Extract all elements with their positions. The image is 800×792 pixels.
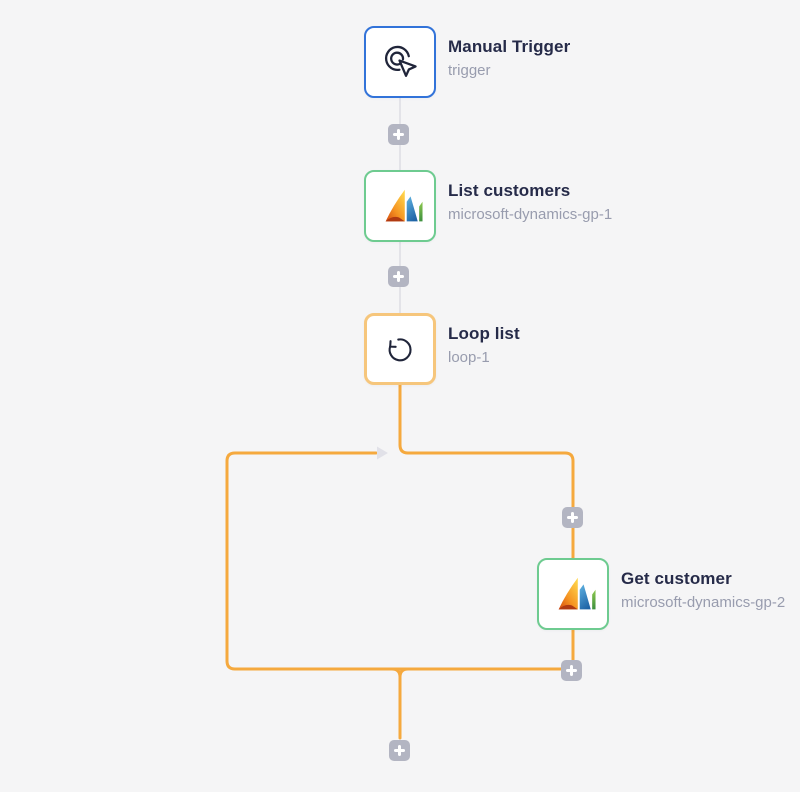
loop-icon (388, 338, 412, 362)
node-label-manual-trigger: Manual Trigger trigger (448, 36, 570, 81)
node-label-list-customers: List customers microsoft-dynamics-gp-1 (448, 180, 612, 225)
plus-icon (393, 129, 404, 140)
loop-return-wire (225, 451, 575, 671)
node-subtitle: microsoft-dynamics-gp-2 (621, 594, 786, 611)
node-subtitle: loop-1 (448, 349, 490, 366)
node-subtitle: microsoft-dynamics-gp-1 (448, 206, 613, 223)
node-label-loop-list: Loop list loop-1 (448, 323, 520, 368)
add-step-button-loop-body-bottom[interactable] (561, 660, 582, 681)
loop-return-arrow-icon (377, 446, 388, 460)
plus-icon (567, 512, 578, 523)
node-title: Get customer (621, 569, 732, 588)
node-subtitle: trigger (448, 62, 491, 79)
node-label-get-customer: Get customer microsoft-dynamics-gp-2 (621, 568, 785, 613)
loop-exit-fillet (398, 667, 410, 679)
manual-trigger-icon (385, 45, 417, 77)
dynamics-gp-icon (385, 189, 423, 222)
plus-icon (566, 665, 577, 676)
dynamics-gp-icon (558, 577, 596, 610)
node-title: List customers (448, 181, 571, 200)
node-loop-list[interactable] (364, 313, 436, 385)
loop-body-wire (398, 382, 575, 560)
plus-icon (394, 745, 405, 756)
node-get-customer[interactable] (537, 558, 609, 630)
plus-icon (393, 271, 404, 282)
node-list-customers[interactable] (364, 170, 436, 242)
loop-exit-wire (390, 667, 402, 740)
add-step-button-after-trigger[interactable] (388, 124, 409, 145)
add-step-button-after-loop[interactable] (389, 740, 410, 761)
node-manual-trigger[interactable] (364, 26, 436, 98)
node-title: Manual Trigger (448, 37, 571, 56)
node-title: Loop list (448, 324, 520, 343)
add-step-button-loop-body-top[interactable] (562, 507, 583, 528)
add-step-button-after-list-customers[interactable] (388, 266, 409, 287)
